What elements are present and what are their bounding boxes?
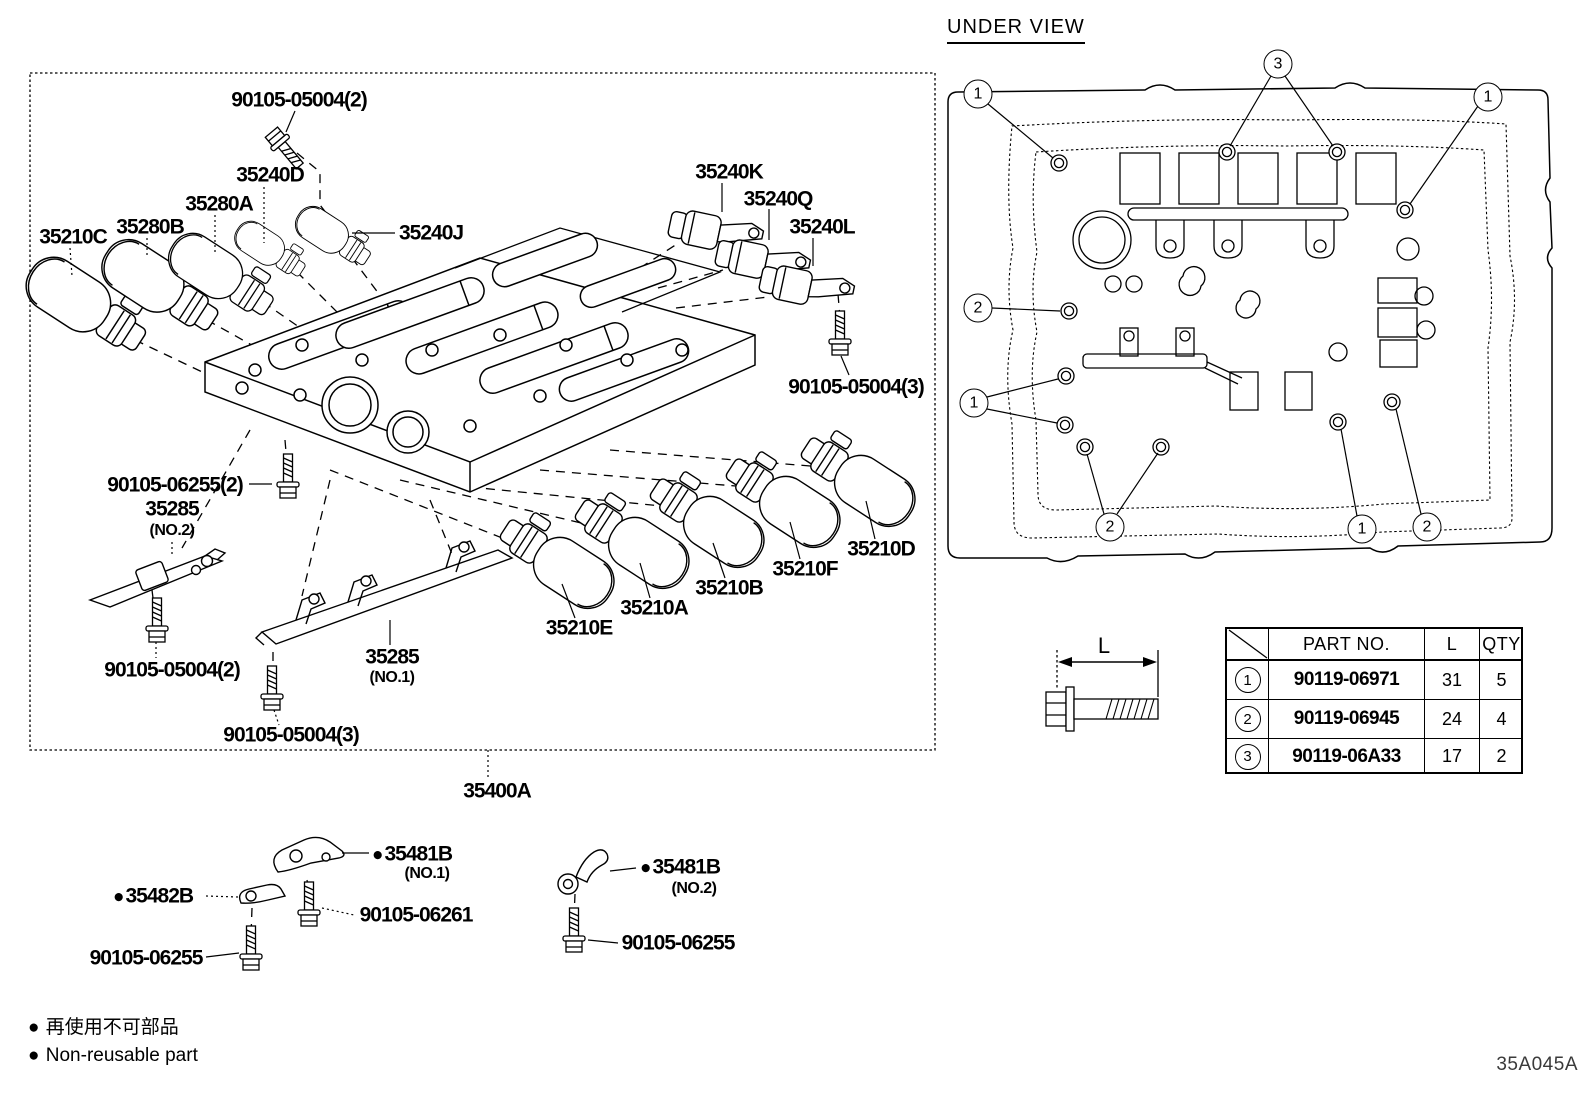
valve-35240l [756,261,857,316]
table-cell-l: 31 [1425,661,1480,700]
bracket-35482b [238,883,287,904]
bolt-90105-06255-left [239,925,263,971]
dimension-l-label: L [1097,633,1111,658]
bracket-35285-no2 [87,548,227,608]
label-35482b: ●35482B [113,884,194,908]
marker-1: 1 [1347,514,1377,544]
marker-2: 2 [1412,512,1442,542]
legend-note-jp: ● 再使用不可部品 [28,1017,179,1038]
legend-notes: ● 再使用不可部品 ● Non-reusable part [28,1014,198,1070]
bolt-90105-06255-2 [276,453,300,499]
non-reusable-bullet-icon: ● [28,1017,40,1038]
label-35280b: 35280B [116,215,185,239]
label-35400a: 35400A [463,779,532,803]
label-35210f: 35210F [772,557,838,581]
bracket-35285-no1 [254,540,514,646]
label-35481b-no2: ●35481B [640,855,721,879]
label-35210d: 35210D [847,537,916,561]
table-header-l: L [1425,629,1480,661]
label-35210e: 35210E [545,616,613,640]
label-bolt-90105-06255-left: 90105-06255 [89,946,204,970]
non-reusable-bullet-icon: ● [640,857,652,879]
non-reusable-bullet-icon: ● [113,886,125,908]
label-35285-no1-sub: (NO.1) [369,669,416,686]
label-bolt-90105-06261: 90105-06261 [359,903,474,927]
table-cell-part-no: 90119-06A33 [1269,739,1425,774]
legend-note-en: ● Non-reusable part [28,1045,198,1066]
label-bolt-90105-05004-top: 90105-05004(2) [231,88,367,112]
fastener-table: PART NO. L QTY 1 90119-06971 31 5 2 9011… [1225,627,1523,774]
label-35240l: 35240L [789,215,855,239]
label-35285-no2: 35285 [145,497,199,521]
label-35210b: 35210B [695,576,764,600]
bolt-90105-05004-bottom [260,665,284,711]
marker-2: 2 [1095,512,1125,542]
label-bolt-90105-06255-2: 90105-06255(2) [107,473,243,497]
bolt-90105-06255-right [562,907,586,953]
under-view-features [1072,210,1436,411]
table-cell-qty: 4 [1480,700,1523,739]
marker-1: 1 [1473,82,1503,112]
table-cell-l: 24 [1425,700,1480,739]
bracket-35481b-no1 [273,836,345,873]
marker-1: 1 [963,79,993,109]
bracket-35481b-no2 [557,849,609,895]
table-header-qty: QTY [1480,629,1523,661]
bolt-dimension-diagram [1045,650,1159,732]
non-reusable-bullet-icon: ● [28,1045,40,1066]
label-35240d: 35240D [236,163,305,187]
bolt-90105-05004-right [828,310,852,356]
non-reusable-bullet-icon: ● [372,844,384,866]
drawing-code: 35A045A [1496,1054,1578,1075]
label-leader-lines [69,110,876,958]
bolt-90105-05004-left [145,597,169,643]
label-35481b-no1-sub: (NO.1) [404,865,451,882]
table-row-marker: 1 [1227,661,1269,700]
table-cell-part-no: 90119-06945 [1269,700,1425,739]
label-35210c: 35210C [39,225,108,249]
under-view-windows [1119,152,1397,205]
table-header-part-no: PART NO. [1269,629,1425,661]
label-35280a: 35280A [185,192,254,216]
label-35210a: 35210A [620,596,689,620]
label-35285-no1: 35285 [365,645,419,669]
table-cell-part-no: 90119-06971 [1269,661,1425,700]
main-view-border [29,72,936,751]
label-bolt-90105-05004-right: 90105-05004(3) [788,375,924,399]
under-view-bolt-holes [1050,143,1414,456]
under-view-title: UNDER VIEW [947,16,1085,44]
under-view-drawing [947,75,1553,563]
table-row-marker: 3 [1227,739,1269,774]
marker-1: 1 [959,388,989,418]
table-cell-qty: 2 [1496,746,1507,766]
label-bolt-90105-05004-left: 90105-05004(2) [104,658,240,682]
table-corner-cell [1227,629,1269,661]
under-view-retainer-bar [1127,207,1349,259]
label-bolt-90105-05004-bottom: 90105-05004(3) [223,723,359,747]
label-35240q: 35240Q [743,187,814,211]
label-35240j: 35240J [399,221,464,245]
label-35481b-no1: ●35481B [372,842,453,866]
table-row-marker: 2 [1227,700,1269,739]
label-bolt-90105-06255-right: 90105-06255 [621,931,736,955]
table-cell-qty: 5 [1480,661,1523,700]
bolt-90105-06261 [297,881,321,927]
valve-body [204,227,756,493]
label-35481b-no2-sub: (NO.2) [671,880,718,897]
under-view-marker-leaders [986,75,1479,517]
marker-2: 2 [963,293,993,323]
marker-3: 3 [1263,49,1293,79]
label-35285-no2-sub: (NO.2) [149,522,196,539]
label-35240k: 35240K [695,160,764,184]
table-cell-l: 17 [1425,739,1480,774]
